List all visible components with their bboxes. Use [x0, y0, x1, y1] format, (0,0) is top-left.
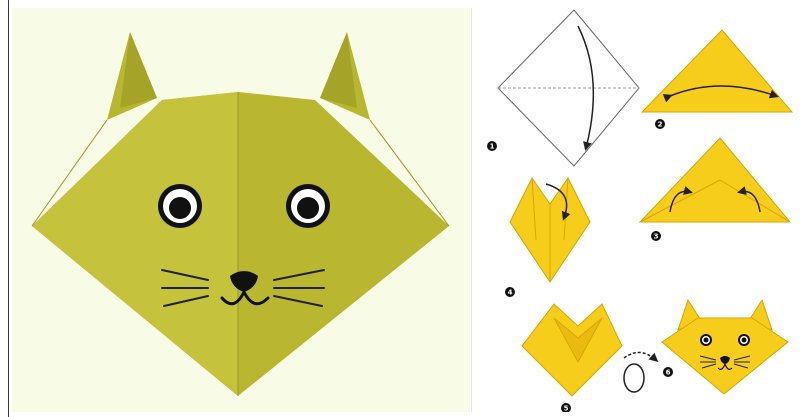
folding-steps-figure: 1 2 3 [474, 8, 803, 412]
step-6-diagram [662, 300, 788, 394]
svg-text:2: 2 [658, 121, 663, 129]
finished-cat-panel [12, 8, 470, 412]
svg-text:6: 6 [666, 369, 671, 377]
step-1-diagram [498, 10, 639, 166]
finished-cat-figure [12, 8, 470, 412]
svg-text:1: 1 [490, 143, 495, 151]
step-4-label: 4 [505, 287, 515, 297]
panel-divider [471, 8, 472, 412]
steps-panel: 1 2 3 [474, 8, 803, 412]
step-3-label: 3 [651, 231, 661, 241]
svg-text:3: 3 [654, 233, 659, 241]
step-6-label: 6 [663, 367, 673, 377]
left-ear-shade [120, 32, 157, 108]
head-left-shade [32, 92, 238, 396]
step-5-diagram [522, 304, 656, 396]
right-ear-shade [320, 32, 357, 108]
page-edge-line [8, 0, 9, 417]
right-eye [286, 184, 330, 228]
step-4-diagram [510, 178, 590, 282]
step-3-diagram [640, 138, 790, 222]
step-2-label: 2 [655, 119, 665, 129]
svg-text:4: 4 [508, 289, 513, 297]
step-2-diagram [642, 30, 792, 112]
left-eye [158, 184, 202, 228]
svg-text:5: 5 [564, 405, 569, 413]
step-1-label: 1 [487, 141, 497, 151]
step-5-label: 5 [561, 403, 571, 412]
